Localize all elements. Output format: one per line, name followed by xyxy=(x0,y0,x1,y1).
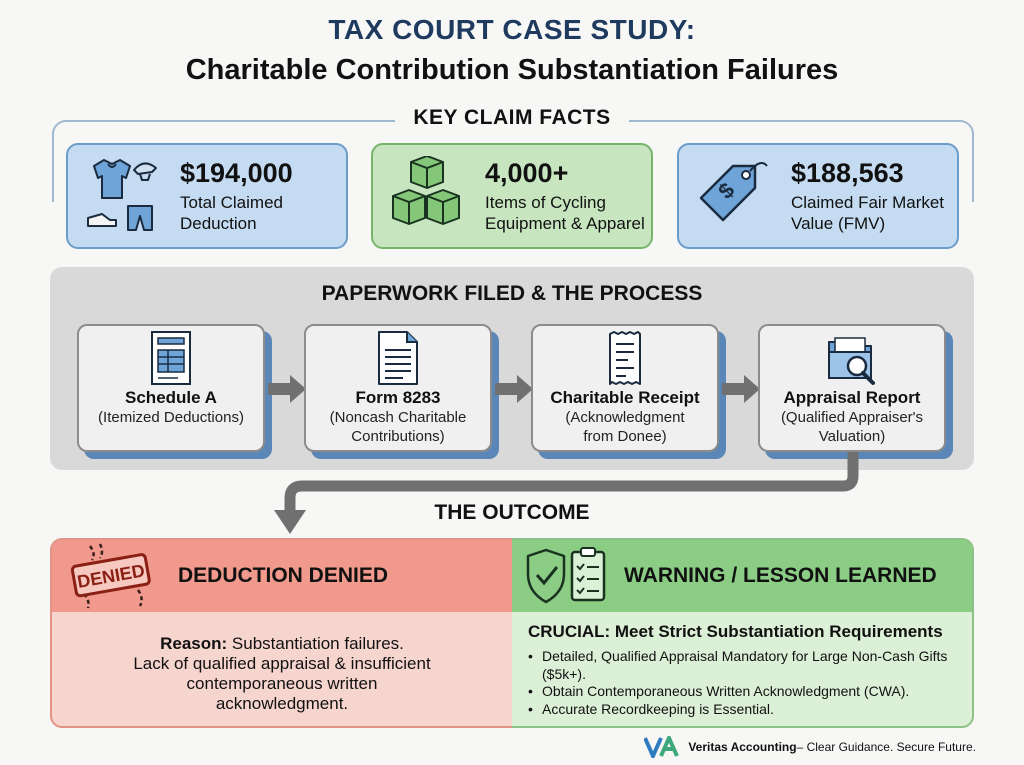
reason-line-2: Lack of qualified appraisal & insufficie… xyxy=(133,654,431,673)
receipt-icon xyxy=(609,331,641,385)
step-appraisal-report: Appraisal Report (Qualified Appraiser's … xyxy=(758,324,946,452)
footer-tagline: – Clear Guidance. Secure Future. xyxy=(796,740,976,754)
step-charitable-receipt: Charitable Receipt (Acknowledgment from … xyxy=(531,324,719,452)
shield-checklist-icon xyxy=(526,547,606,604)
denied-reason: Reason: Substantiation failures. Lack of… xyxy=(52,612,512,714)
step-subtitle-2: Contributions) xyxy=(351,428,445,445)
title-line-1: TAX COURT CASE STUDY: xyxy=(328,14,696,45)
reason-label: Reason: xyxy=(160,634,228,653)
fact-label-line2: Value (FMV) xyxy=(791,214,886,233)
process-arrow-icon xyxy=(495,375,533,403)
fact-value: 4,000+ xyxy=(485,158,569,188)
step-schedule-a: Schedule A (Itemized Deductions) xyxy=(77,324,265,452)
denied-header: DENIED DEDUCTION DENIED xyxy=(52,540,512,612)
lesson-item: Detailed, Qualified Appraisal Mandatory … xyxy=(528,648,958,683)
lesson-learned-panel: WARNING / LESSON LEARNED CRUCIAL: Meet S… xyxy=(512,538,974,728)
lesson-item: Obtain Contemporaneous Written Acknowled… xyxy=(528,683,958,701)
step-subtitle-1: (Qualified Appraiser's xyxy=(780,409,924,426)
step-form-8283: Form 8283 (Noncash Charitable Contributi… xyxy=(304,324,492,452)
reason-text: Substantiation failures. xyxy=(227,634,404,653)
footer-brand: Veritas Accounting xyxy=(688,740,797,754)
denied-title: DEDUCTION DENIED xyxy=(178,564,389,587)
lesson-item: Accurate Recordkeeping is Essential. xyxy=(528,701,958,719)
lesson-title: WARNING / LESSON LEARNED xyxy=(624,564,937,587)
step-title: Appraisal Report xyxy=(783,388,921,407)
step-subtitle-2: Valuation) xyxy=(818,428,886,445)
fact-value: $194,000 xyxy=(180,158,293,188)
reason-line-3: contemporaneous written xyxy=(186,674,378,693)
step-subtitle-1: (Acknowledgment xyxy=(565,409,685,426)
process-arrow-icon xyxy=(268,375,306,403)
fact-value: $188,563 xyxy=(791,158,904,188)
deduction-denied-panel: DENIED DEDUCTION DENIED Reason: Substant… xyxy=(50,538,512,728)
outcome-arrow-icon xyxy=(274,452,859,534)
form-document-icon xyxy=(151,331,191,385)
lesson-body: CRUCIAL: Meet Strict Substantiation Requ… xyxy=(512,612,972,718)
fact-label-line1: Total Claimed xyxy=(180,193,283,212)
step-subtitle-2: from Donee) xyxy=(583,428,667,445)
price-tag-icon: $ xyxy=(699,161,768,222)
lesson-header: WARNING / LESSON LEARNED xyxy=(512,540,972,612)
step-subtitle-1: (Noncash Charitable xyxy=(329,409,467,426)
step-subtitle-1: (Itemized Deductions) xyxy=(98,409,244,426)
folder-search-icon xyxy=(828,337,875,385)
fact-label-line1: Items of Cycling xyxy=(485,193,606,212)
key-facts-heading: KEY CLAIM FACTS xyxy=(0,106,1024,130)
title-line-2: Charitable Contribution Substantiation F… xyxy=(185,54,839,86)
process-heading: PAPERWORK FILED & THE PROCESS xyxy=(321,282,703,305)
reason-line-4: acknowledgment. xyxy=(215,694,349,713)
key-facts-heading-text: KEY CLAIM FACTS xyxy=(395,106,629,129)
document-icon xyxy=(378,331,418,385)
cycling-gear-icon xyxy=(87,159,157,231)
process-arrow-icon xyxy=(722,375,760,403)
step-title: Charitable Receipt xyxy=(550,388,700,407)
step-title: Form 8283 xyxy=(355,388,441,407)
outcome-heading: THE OUTCOME xyxy=(434,501,590,524)
step-title: Schedule A xyxy=(125,388,217,407)
fact-label-line1: Claimed Fair Market xyxy=(791,193,945,212)
lesson-list: Detailed, Qualified Appraisal Mandatory … xyxy=(528,648,958,718)
fact-label-line2: Deduction xyxy=(180,214,257,233)
crucial-heading: CRUCIAL: Meet Strict Substantiation Requ… xyxy=(528,622,943,641)
denied-stamp-icon: DENIED xyxy=(70,543,151,609)
footer: Veritas Accounting – Clear Guidance. Sec… xyxy=(644,736,976,758)
fact-label-line2: Equipment & Apparel xyxy=(485,214,645,233)
boxes-icon xyxy=(392,156,460,225)
veritas-logo-icon xyxy=(644,736,680,758)
